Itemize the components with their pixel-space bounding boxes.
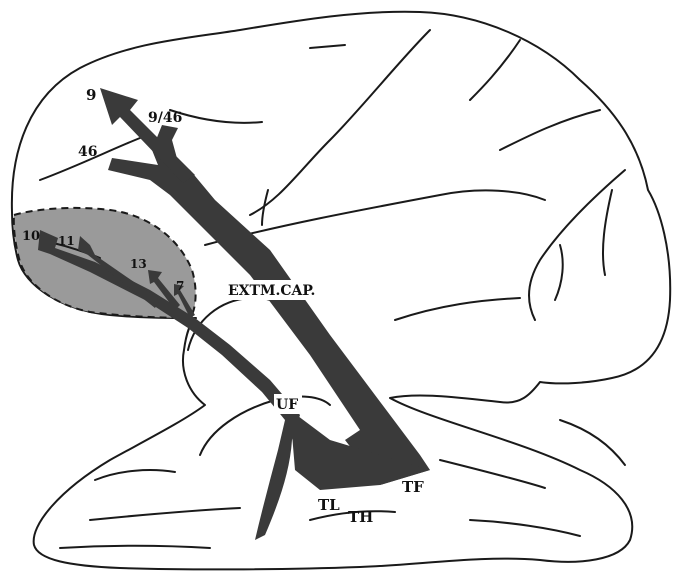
sulcus-occipital <box>603 190 612 275</box>
label-tf: TF <box>402 478 424 496</box>
label-area-46: 46 <box>78 144 97 160</box>
sulcus-parietal-small <box>555 245 563 300</box>
sulcus-intraparietal <box>500 110 600 150</box>
sulcus-superior-temporal <box>395 298 520 320</box>
sulcus-temporal-tip <box>60 546 210 548</box>
sulcus-sylvian <box>205 190 545 245</box>
label-area-13: 13 <box>130 257 147 271</box>
label-area-9-46: 9/46 <box>148 110 182 126</box>
label-area-7: 7 <box>176 279 184 293</box>
label-area-10: 10 <box>22 229 40 244</box>
sulcus-rhinal <box>95 470 175 480</box>
label-tl: TL <box>318 496 340 514</box>
sulcus-temporal-lower <box>440 460 545 488</box>
label-area-9: 9 <box>86 86 96 104</box>
sulcus-postcentral <box>470 40 520 100</box>
sulcus-central <box>250 30 430 215</box>
sulcus-superior <box>310 45 345 48</box>
label-extreme-capsule: EXTM.CAP. <box>228 283 315 299</box>
label-area-11: 11 <box>58 234 75 248</box>
label-uncinate-fasciculus: UF <box>276 397 298 413</box>
label-th: TH <box>348 508 373 526</box>
sulcus-temporal-base <box>90 508 240 520</box>
sulcus-ventral-3 <box>560 420 625 465</box>
sulcus-ventral-2 <box>470 520 580 536</box>
sulcus-arcuate-upper <box>170 110 262 123</box>
